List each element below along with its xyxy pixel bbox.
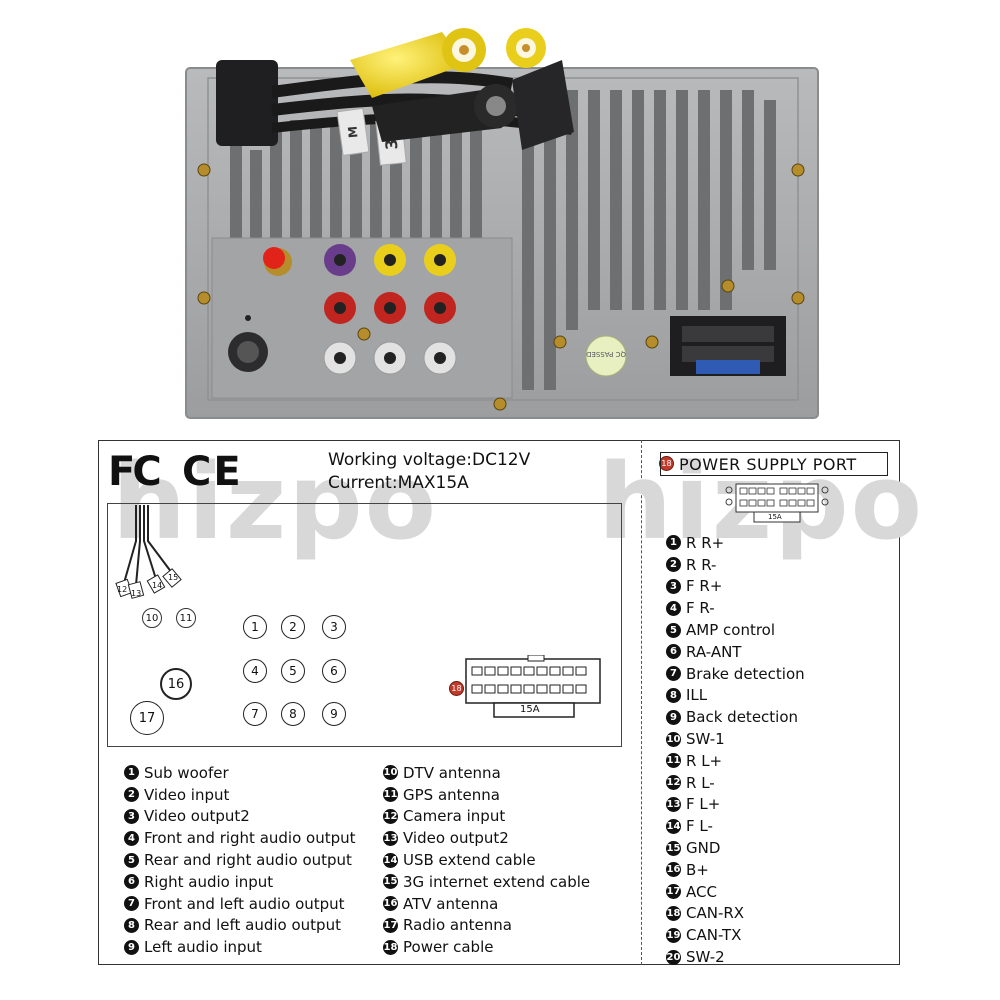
rca-port-6: 6 [322, 659, 346, 683]
vent-slots-right [522, 90, 776, 390]
power-supply-connector [670, 316, 786, 376]
radio-antenna-socket [228, 315, 268, 372]
head-unit-back-panel: QC PASSED 3 M [185, 28, 819, 419]
cable-bundle: 3 M [216, 28, 574, 166]
cable-number: 15 [168, 573, 179, 582]
cable-number: 14 [152, 581, 163, 590]
fcc-logo: FC [108, 449, 162, 495]
rca-port-9: 9 [322, 702, 346, 726]
cable-number: 13 [131, 589, 142, 598]
rca-port-3: 3 [322, 615, 346, 639]
port-dtv-antenna-marker: 10 [142, 608, 162, 628]
cable-number: 12 [117, 585, 128, 594]
rca-port-4: 4 [243, 659, 267, 683]
port-well [211, 237, 513, 399]
power-connector-drawing [465, 655, 601, 718]
rca-sockets [323, 244, 457, 375]
power-supply-fuse-label: 15A [768, 513, 782, 521]
section-divider [641, 440, 642, 965]
screws [197, 163, 805, 411]
ce-logo: CE [182, 449, 243, 495]
panel-outline [107, 503, 622, 747]
qc-sticker-text: QC PASSED [586, 350, 626, 358]
power-supply-connector-drawing [725, 483, 829, 523]
atv-antenna-port: 16 [160, 668, 192, 700]
port-gps-antenna-marker: 11 [176, 608, 196, 628]
watermark-left: hizpo [112, 441, 439, 563]
rca-port-5: 5 [281, 659, 305, 683]
power-supply-marker: 18 [659, 456, 674, 471]
rca-port-8: 8 [281, 702, 305, 726]
working-voltage: Working voltage:DC12V [328, 450, 531, 470]
radio-antenna-port: 17 [130, 701, 164, 735]
antenna-connector [263, 247, 292, 276]
svg-text:M: M [346, 125, 361, 138]
cable-pigtails [115, 505, 182, 599]
connector-fuse-label: 15A [520, 704, 540, 715]
connector-marker: 18 [449, 681, 464, 696]
rca-port-1: 1 [243, 615, 267, 639]
vent-slots-left [230, 120, 482, 240]
rca-port-7: 7 [243, 702, 267, 726]
qc-sticker [585, 335, 627, 377]
power-supply-title: POWER SUPPLY PORT [660, 452, 888, 476]
max-current: Current:MAX15A [328, 473, 469, 493]
rca-port-2: 2 [281, 615, 305, 639]
